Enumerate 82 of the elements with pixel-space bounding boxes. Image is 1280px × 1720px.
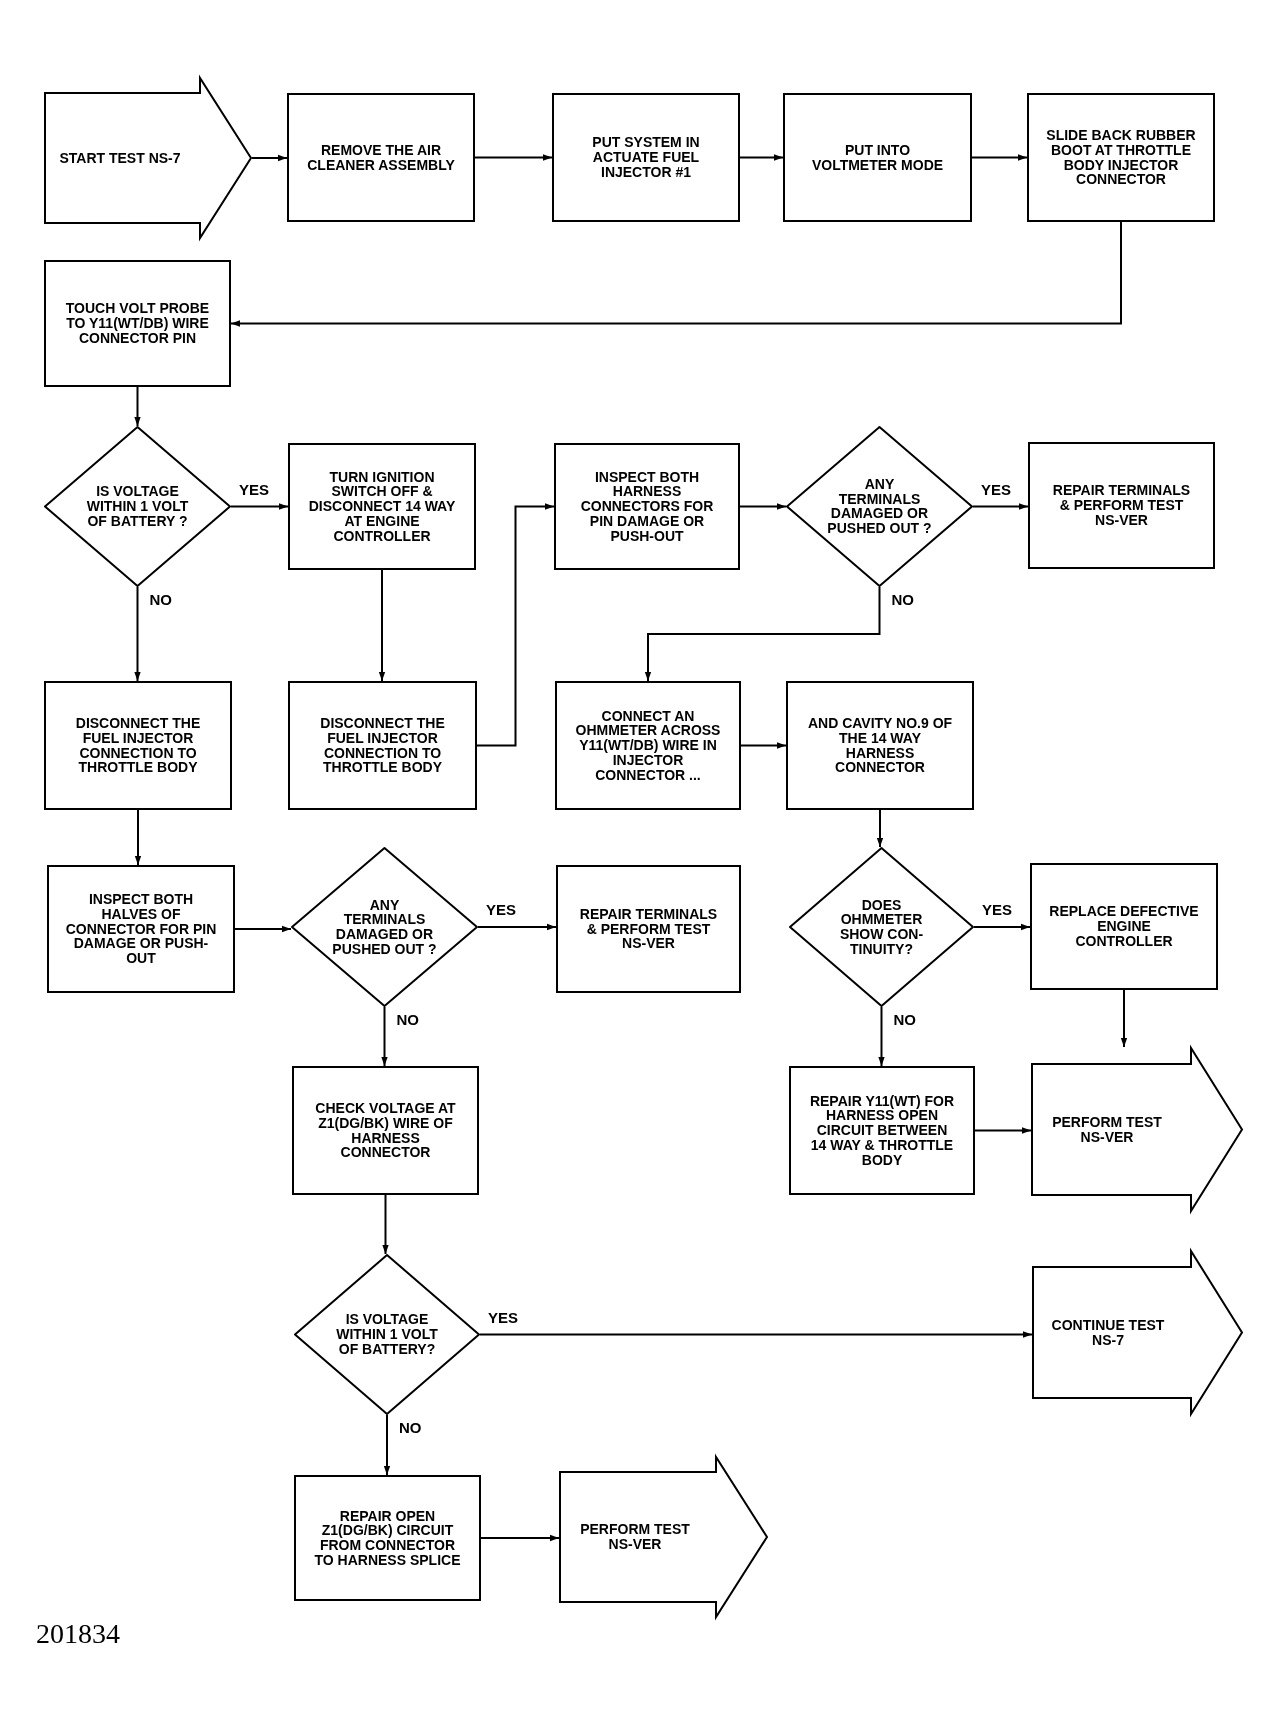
process-box — [288, 443, 476, 570]
node-text: REPAIR Y11(WT) FOR HARNESS OPEN CIRCUIT BETWEEN 14 WAY & THROTTLE BODY — [808, 1093, 956, 1168]
decision-diamond — [291, 847, 478, 1007]
arrow — [476, 503, 555, 747]
arrow — [134, 809, 142, 866]
arrow — [230, 221, 1122, 327]
process-box — [44, 681, 232, 810]
arrow — [134, 586, 141, 682]
process-box — [554, 443, 740, 570]
decision-diamond — [44, 426, 231, 587]
node-text: INSPECT BOTH HARNESS CONNECTORS FOR PIN DAMAGE OR PUSH-OUT — [579, 469, 715, 544]
node-text: TURN IGNITION SWITCH OFF & DISCONNECT 14 WAY AT ENGINE CONTROLLER — [307, 469, 457, 544]
arrow — [974, 1127, 1032, 1134]
arrow — [480, 1534, 560, 1542]
terminal-pentagon — [1032, 1250, 1243, 1415]
process-box — [555, 681, 741, 810]
node-text: ANY TERMINALS DAMAGED OR PUSHED OUT ? — [826, 477, 933, 536]
node-text: PUT SYSTEM IN ACTUATE FUEL INJECTOR #1 — [591, 135, 701, 180]
node-text: CONNECT AN OHMMETER ACROSS Y11(WT/DB) WIRE IN INJECTOR CONNECTOR ... — [574, 708, 722, 783]
arrow — [381, 1006, 388, 1067]
node-text: REPAIR TERMINALS & PERFORM TEST NS-VER — [1051, 483, 1192, 528]
node-text: START TEST NS-7 — [59, 150, 181, 166]
terminal-pentagon — [559, 1456, 768, 1618]
arrow — [474, 154, 553, 161]
process-box — [789, 1066, 975, 1195]
arrow — [382, 1194, 389, 1255]
node-text: TOUCH VOLT PROBE TO Y11(WT/DB) WIRE CONNECTOR PIN — [64, 301, 211, 346]
node-text: REPAIR OPEN Z1(DG/BK) CIRCUIT FROM CONNECTOR TO HARNESS SPLICE — [313, 1508, 462, 1568]
process-box — [783, 93, 972, 222]
arrow — [378, 569, 386, 682]
node-text: CHECK VOLTAGE AT Z1(DG/BK) WIRE OF HARNESS CONNECTOR — [314, 1101, 457, 1160]
process-box — [294, 1475, 481, 1601]
node-text: AND CAVITY NO.9 OF THE 14 WAY HARNESS CONNECTOR — [806, 716, 954, 775]
process-box — [1028, 442, 1215, 569]
process-box — [786, 681, 974, 810]
process-box — [552, 93, 740, 222]
arrow — [230, 503, 289, 510]
decision-diamond — [294, 1254, 480, 1415]
arrow — [134, 386, 141, 427]
node-text: IS VOLTAGE WITHIN 1 VOLT OF BATTERY ? — [85, 484, 190, 529]
arrow — [876, 809, 884, 848]
node-text: DISCONNECT THE FUEL INJECTOR CONNECTION TO THROTTLE BODY — [74, 716, 202, 775]
node-text: PUT INTO VOLTMETER MODE — [810, 142, 945, 173]
arrow — [234, 925, 292, 933]
arrow — [479, 1331, 1033, 1338]
process-box — [288, 681, 477, 810]
process-box — [292, 1066, 479, 1195]
process-box — [44, 260, 231, 387]
node-text: REMOVE THE AIR CLEANER ASSEMBLY — [306, 142, 456, 173]
figure-number: 201834 — [36, 1618, 120, 1650]
node-text: CONTINUE TEST NS-7 — [1050, 1317, 1166, 1348]
node-text: SLIDE BACK RUBBER BOOT AT THROTTLE BODY INJECTOR CONNECTOR — [1045, 128, 1197, 187]
decision-diamond — [789, 847, 974, 1007]
arrow — [878, 1006, 885, 1067]
node-text: REPLACE DEFECTIVE ENGINE CONTROLLER — [1048, 904, 1200, 949]
node-text: REPAIR TERMINALS & PERFORM TEST NS-VER — [578, 906, 719, 952]
arrow — [251, 154, 288, 162]
arrow — [1120, 989, 1128, 1048]
process-box — [1030, 863, 1218, 990]
arrow — [973, 923, 1031, 931]
node-text: DISCONNECT THE FUEL INJECTOR CONNECTION TO THROTTLE BODY — [319, 716, 446, 775]
node-text: ANY TERMINALS DAMAGED OR PUSHED OUT ? — [331, 897, 438, 957]
decision-diamond — [786, 426, 973, 587]
arrow — [477, 923, 557, 931]
process-box — [1027, 93, 1215, 222]
process-box — [556, 865, 741, 993]
terminal-pentagon — [1031, 1047, 1243, 1212]
node-text: PERFORM TEST NS-VER — [579, 1522, 691, 1552]
arrow — [971, 154, 1028, 161]
node-text: DOES OHMMETER SHOW CON- TINUITY? — [838, 897, 925, 957]
arrow — [739, 154, 784, 161]
arrow — [972, 503, 1029, 510]
node-text: PERFORM TEST NS-VER — [1051, 1114, 1163, 1145]
node-text: INSPECT BOTH HALVES OF CONNECTOR FOR PIN DAMAGE OR PUSH-OUT — [65, 892, 217, 966]
process-box — [287, 93, 475, 222]
terminal-pentagon — [44, 77, 252, 239]
arrow — [739, 503, 787, 510]
arrow — [644, 586, 881, 682]
node-text: IS VOLTAGE WITHIN 1 VOLT OF BATTERY? — [335, 1312, 439, 1357]
process-box — [47, 865, 235, 993]
arrow — [383, 1414, 391, 1476]
arrow — [740, 742, 787, 749]
